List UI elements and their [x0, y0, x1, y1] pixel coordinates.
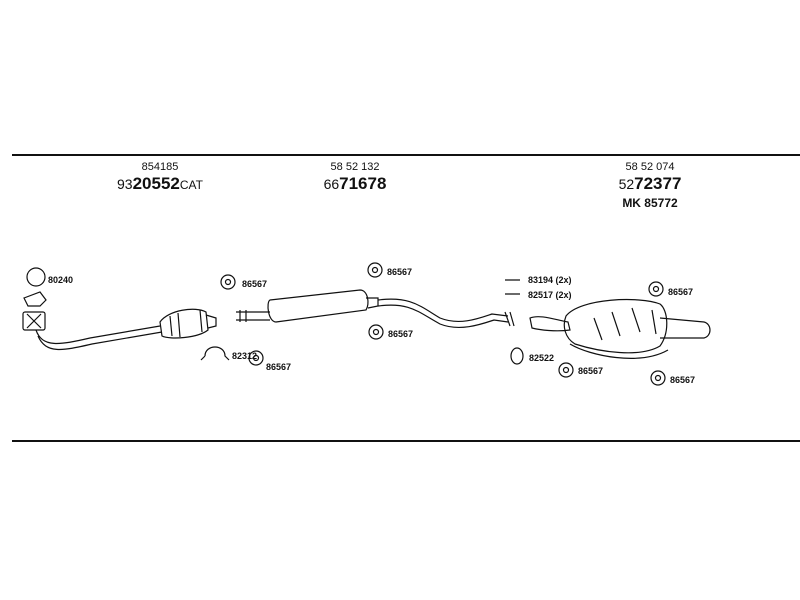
mid-outlet-pipe: [377, 298, 509, 328]
header-rear-silencer: 58 52 074 5272377 MK 85772: [585, 161, 715, 211]
callout-label: 86567: [388, 329, 413, 339]
rubber-mount-icon: [648, 281, 664, 297]
rear-ring-icon: [510, 347, 524, 365]
part-number: 6671678: [323, 174, 387, 193]
rubber-mount-icon: [650, 370, 666, 386]
clamp-icon: [200, 346, 230, 361]
oe-number: 58 52 074: [625, 161, 675, 173]
oe-number: 58 52 132: [330, 161, 380, 173]
callout-label: 83194 (2x): [528, 275, 572, 285]
top-divider: [12, 154, 800, 156]
part-number: 9320552CAT: [117, 174, 203, 193]
mid-inlet-pipe: [236, 310, 270, 322]
catalytic-converter: [159, 308, 217, 339]
callout-label: 82522: [529, 353, 554, 363]
rubber-mount-icon: [248, 350, 264, 366]
middle-silencer: [267, 289, 379, 323]
rear-silencer: [529, 298, 711, 359]
part-number: 5272377: [618, 174, 682, 193]
front-pipe: [35, 325, 161, 345]
callout-label: 82517 (2x): [528, 290, 572, 300]
callout-label: 86567: [670, 375, 695, 385]
callout-label: 86567: [668, 287, 693, 297]
rubber-mount-icon: [367, 262, 383, 278]
manifold-flange-icon: [22, 291, 47, 331]
mounting-kit: MK 85772: [622, 196, 678, 210]
bottom-divider: [12, 440, 800, 442]
callout-label: 86567: [242, 279, 267, 289]
callout-label: 82312: [232, 351, 257, 361]
rubber-mount-icon: [220, 274, 236, 290]
callout-label: 86567: [578, 366, 603, 376]
oe-number: 854185: [141, 161, 179, 173]
header-front-pipe: 854185 9320552CAT: [95, 161, 225, 195]
rubber-mount-icon: [368, 324, 384, 340]
rubber-mount-icon: [558, 362, 574, 378]
callout-label: 86567: [266, 362, 291, 372]
gasket-ring-icon: [26, 267, 46, 287]
callout-label: 86567: [387, 267, 412, 277]
header-middle-silencer: 58 52 132 6671678: [290, 161, 420, 195]
callout-label: 80240: [48, 275, 73, 285]
bolt-icon: [505, 279, 520, 295]
